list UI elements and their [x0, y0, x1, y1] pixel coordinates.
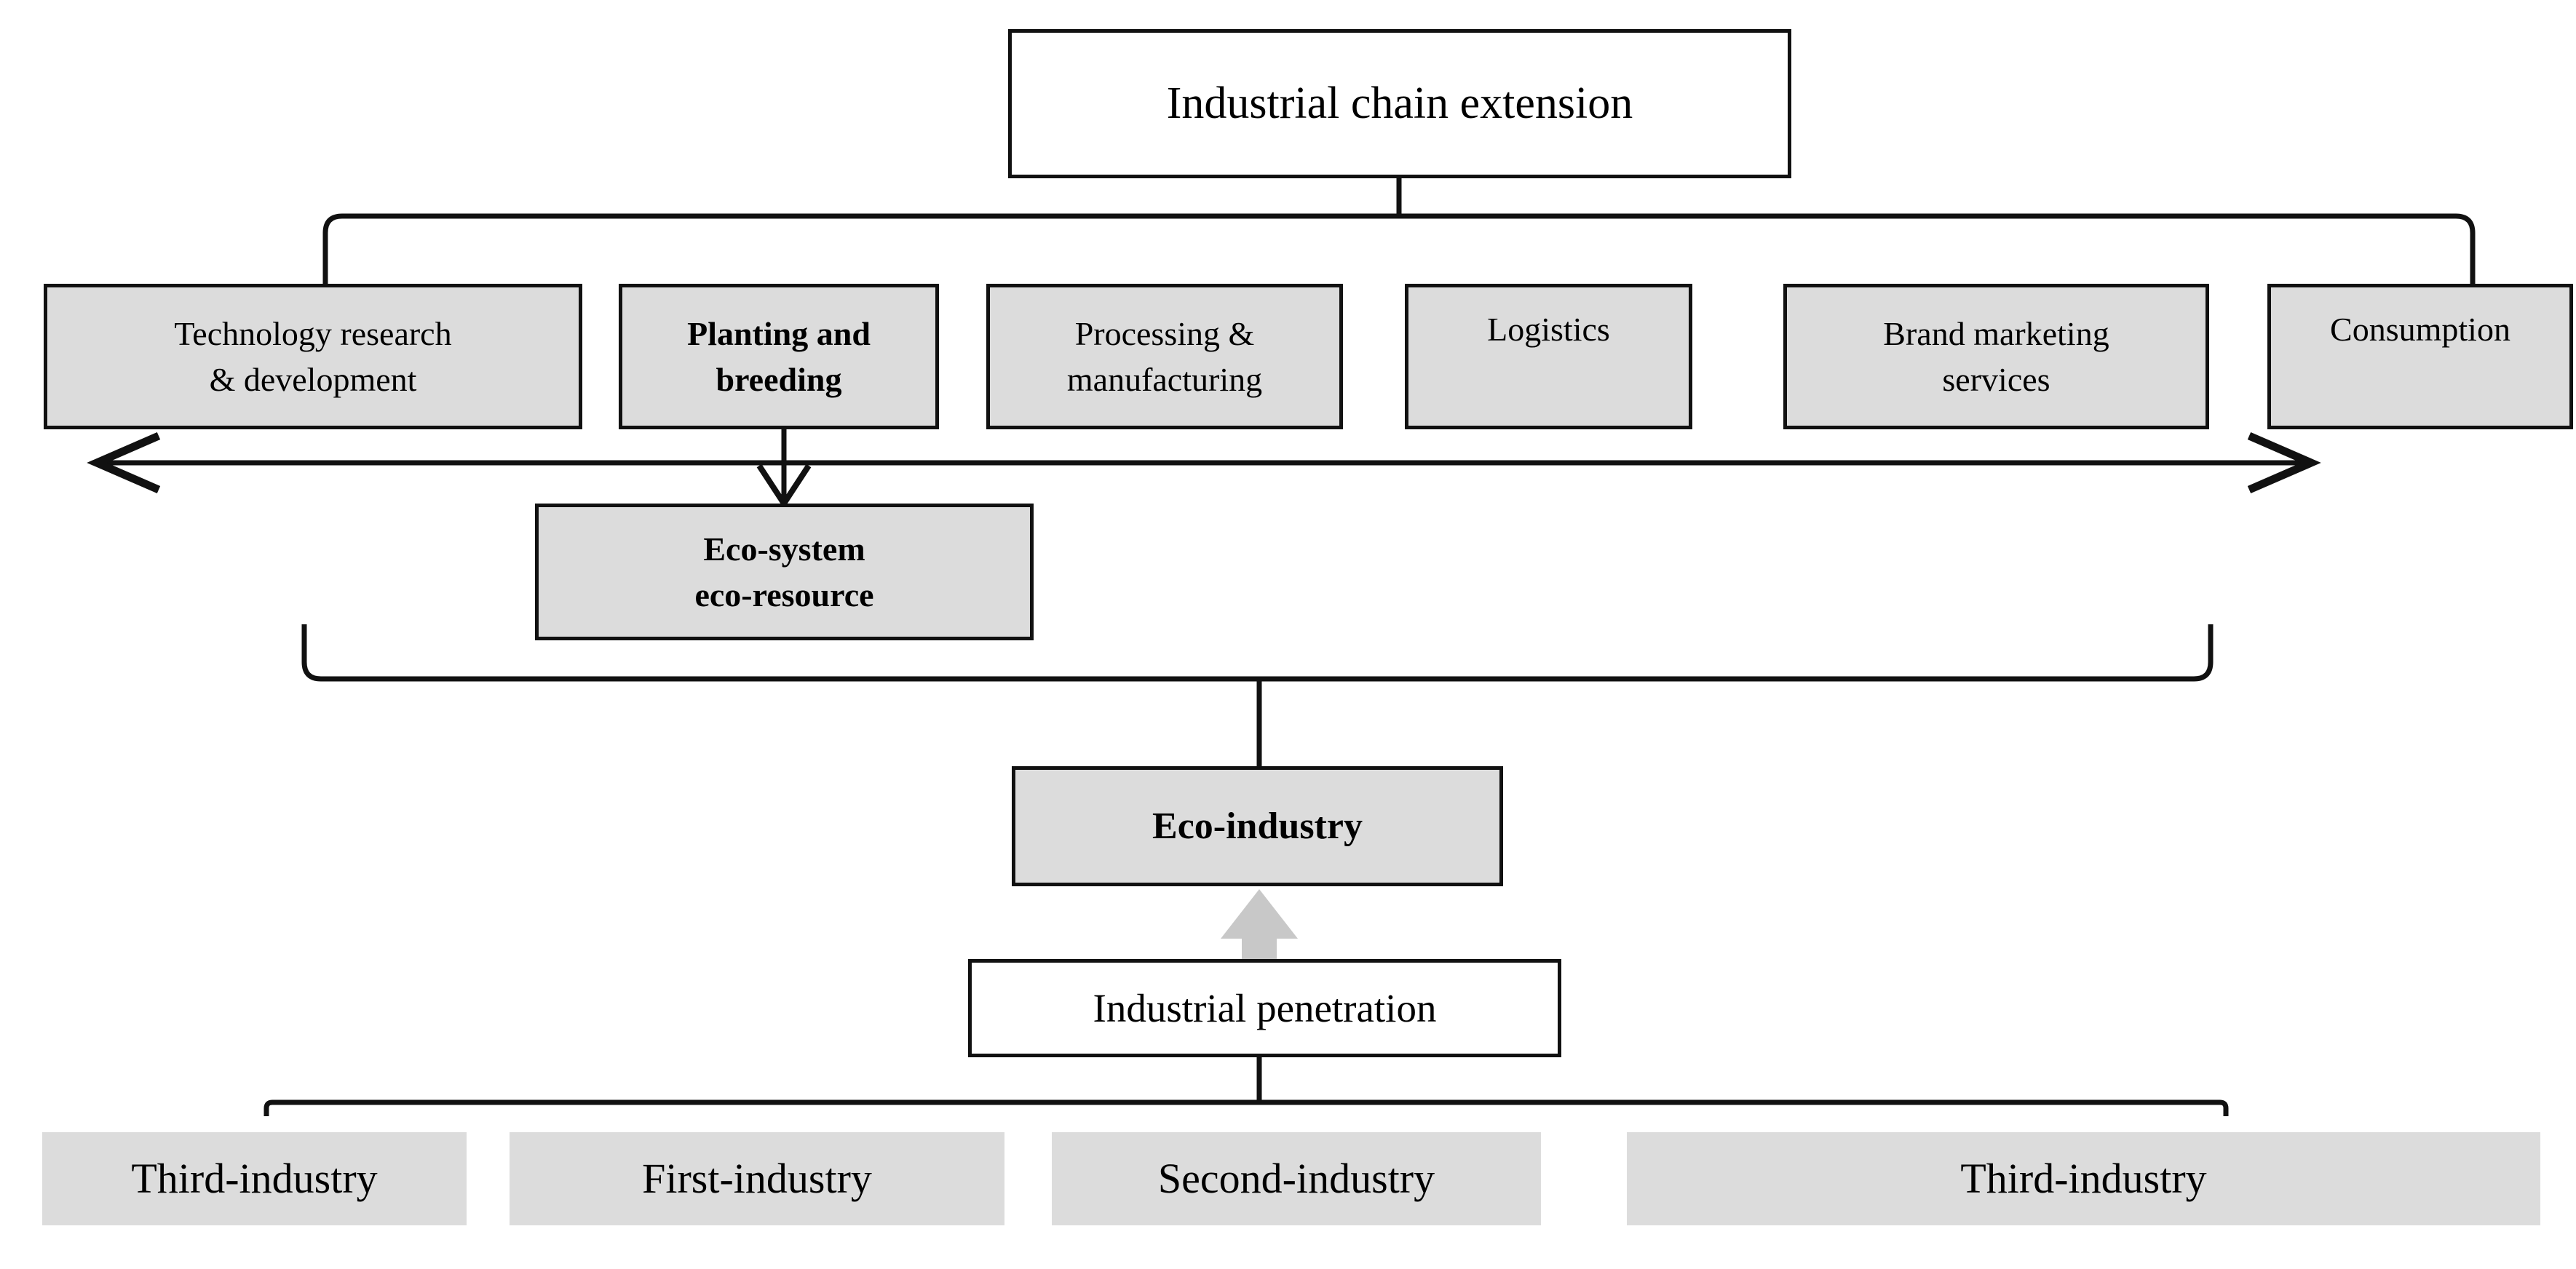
node-second-industry[interactable]: Second-industry [1052, 1132, 1541, 1225]
node-processing-manufacturing[interactable]: Processing & manufacturing [986, 284, 1343, 429]
node-brand-marketing-services[interactable]: Brand marketing services [1783, 284, 2209, 429]
industries-bracket [263, 1099, 2229, 1116]
node-third-industry-right[interactable]: Third-industry [1627, 1132, 2540, 1225]
node-industrial-penetration[interactable]: Industrial penetration [968, 959, 1561, 1057]
axis-arrowhead-left [87, 431, 161, 494]
node-industrial-chain-extension[interactable]: Industrial chain extension [1008, 29, 1791, 178]
node-logistics[interactable]: Logistics [1405, 284, 1692, 429]
axis-arrowhead-right [2247, 431, 2321, 494]
node-consumption[interactable]: Consumption [2267, 284, 2573, 429]
planting-to-ecosystem-arrowhead [756, 464, 812, 509]
node-eco-system-eco-resource[interactable]: Eco-system eco-resource [535, 504, 1034, 640]
node-third-industry-left[interactable]: Third-industry [42, 1132, 467, 1225]
chain-bracket [322, 213, 2476, 284]
node-technology-research-development[interactable]: Technology research & development [44, 284, 582, 429]
node-first-industry[interactable]: First-industry [510, 1132, 1004, 1225]
penetration-to-ecoindustry-grey-arrow [1221, 889, 1298, 960]
node-eco-industry[interactable]: Eco-industry [1012, 766, 1503, 886]
node-planting-and-breeding[interactable]: Planting and breeding [619, 284, 939, 429]
